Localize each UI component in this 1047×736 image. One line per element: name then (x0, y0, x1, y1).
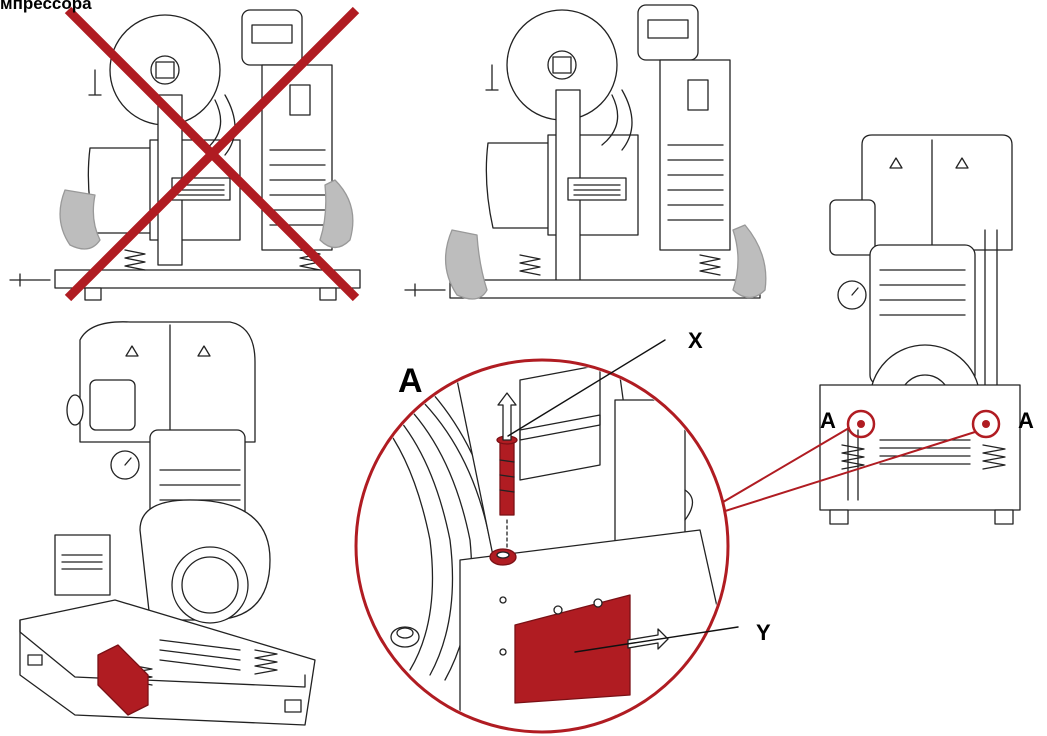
page-title: мпрессора (0, 0, 92, 13)
compressor-front-view (819, 134, 1021, 525)
leader-line-y (574, 626, 739, 653)
incorrect-cross-mark (64, 6, 360, 302)
label-y: Y (756, 620, 771, 645)
compressor-correct-lift (404, 4, 767, 300)
magnifier-callout-lines (717, 427, 976, 513)
compressor-isometric-view (19, 321, 316, 726)
label-x: X (688, 328, 703, 353)
label-a-left: A (820, 408, 836, 433)
label-a-right: A (1018, 408, 1034, 433)
point-a-left-marker (846, 409, 876, 439)
point-a-right-marker (971, 409, 1001, 439)
label-a-big: A (398, 362, 423, 400)
leader-line-x (507, 339, 666, 437)
